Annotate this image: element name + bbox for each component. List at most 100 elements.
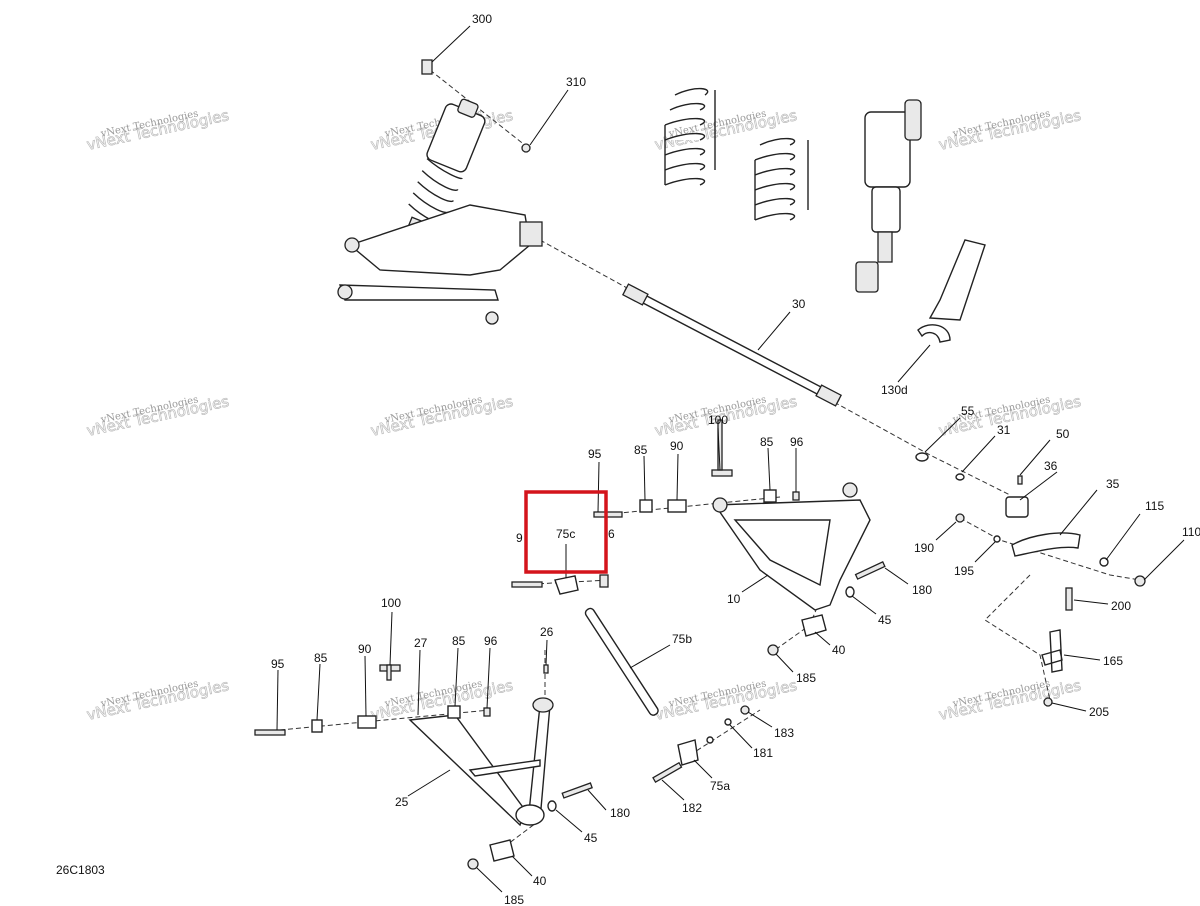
callout-185[interactable]: 185 (796, 671, 816, 685)
bushing-85 (639, 499, 653, 513)
callout-90[interactable]: 90 (670, 439, 684, 453)
callout-183[interactable]: 183 (774, 726, 794, 740)
callout-50[interactable]: 50 (1056, 427, 1070, 441)
assembly-line (984, 574, 1051, 701)
parts-layer (254, 59, 1146, 870)
callout-9[interactable]: 9 (516, 531, 523, 545)
bushing (485, 311, 499, 325)
callout-25[interactable]: 25 (395, 795, 409, 809)
watermark: vNext Technologies vNext Technologies (653, 676, 799, 724)
leader-line (545, 639, 548, 666)
ring-31 (955, 473, 965, 481)
callout-110[interactable]: 110 (1182, 525, 1200, 539)
bolt-180 (854, 560, 886, 580)
callout-85[interactable]: 85 (760, 435, 774, 449)
callout-6[interactable]: 6 (608, 527, 615, 541)
bolt-100 (711, 469, 733, 477)
callout-27[interactable]: 27 (414, 636, 428, 650)
leader-line (757, 311, 791, 351)
leader-line (597, 461, 600, 513)
leader-line (884, 567, 909, 585)
rod-end-75c (554, 575, 579, 595)
callout-96[interactable]: 96 (484, 634, 498, 648)
callout-181[interactable]: 181 (753, 746, 773, 760)
leader-line (693, 759, 713, 779)
leader-line (897, 344, 931, 383)
callout-130d[interactable]: 130d (881, 383, 908, 397)
washer-195 (993, 535, 1001, 543)
bushing-40 (801, 614, 827, 637)
callout-100[interactable]: 100 (381, 596, 401, 610)
leader-line (851, 595, 877, 615)
leader-line (1063, 654, 1101, 661)
callout-180[interactable]: 180 (912, 583, 932, 597)
callout-85[interactable]: 85 (314, 651, 328, 665)
leader-line (935, 521, 957, 541)
bushing-40 (489, 839, 515, 862)
callout-300[interactable]: 300 (472, 12, 492, 26)
callout-40[interactable]: 40 (832, 643, 846, 657)
bolt-200 (1065, 587, 1073, 611)
leader-line (1019, 439, 1051, 476)
washer-45 (547, 800, 557, 812)
callout-205[interactable]: 205 (1089, 705, 1109, 719)
callout-180[interactable]: 180 (610, 806, 630, 820)
callout-96[interactable]: 96 (790, 435, 804, 449)
watermark: vNext Technologies vNext Technologies (85, 392, 231, 440)
callout-45[interactable]: 45 (584, 831, 598, 845)
callout-115[interactable]: 115 (1145, 499, 1164, 513)
assembly-line (599, 496, 781, 516)
callout-75b[interactable]: 75b (672, 632, 692, 646)
leader-line (511, 855, 533, 877)
callout-90[interactable]: 90 (358, 642, 372, 656)
bolt-182 (652, 761, 683, 783)
callout-40[interactable]: 40 (533, 874, 547, 888)
callout-55[interactable]: 55 (961, 404, 975, 418)
callout-35[interactable]: 35 (1106, 477, 1120, 491)
callout-10[interactable]: 10 (727, 592, 741, 606)
spring-left (664, 87, 716, 186)
callout-185[interactable]: 185 (504, 893, 524, 906)
leader-line (364, 655, 367, 717)
callout-100[interactable]: 100 (708, 413, 728, 427)
callout-labels[interactable]: 300 310 30 130d 55 31 50 36 35 115 110 1… (271, 12, 1200, 906)
leader-line (924, 417, 961, 453)
leader-line (476, 867, 503, 893)
callout-30[interactable]: 30 (792, 297, 806, 311)
callout-195[interactable]: 195 (954, 564, 974, 578)
callout-85[interactable]: 85 (634, 443, 648, 457)
callout-200[interactable]: 200 (1111, 599, 1131, 613)
leader-line (454, 647, 459, 707)
pin-26 (543, 664, 549, 674)
washer-181 (706, 736, 714, 744)
callout-45[interactable]: 45 (878, 613, 892, 627)
callout-165[interactable]: 165 (1103, 654, 1123, 668)
o-ring-55 (915, 452, 929, 462)
leader-line (1019, 471, 1058, 501)
middle-a-arm (712, 482, 871, 611)
callout-36[interactable]: 36 (1044, 459, 1058, 473)
leader-line (676, 453, 679, 501)
callout-95[interactable]: 95 (588, 447, 602, 461)
callout-95[interactable]: 95 (271, 657, 285, 671)
nut-190 (955, 513, 965, 523)
callout-75c[interactable]: 75c (556, 527, 575, 541)
callout-190[interactable]: 190 (914, 541, 934, 555)
callout-182[interactable]: 182 (682, 801, 702, 815)
bolt-100-shaft (386, 664, 392, 681)
washer-181 (724, 718, 732, 726)
assembly-line (429, 69, 527, 147)
callout-85[interactable]: 85 (452, 634, 466, 648)
leader-line (961, 435, 996, 473)
callout-31[interactable]: 31 (997, 423, 1011, 437)
callout-310[interactable]: 310 (566, 75, 586, 89)
bolt-300 (421, 59, 433, 75)
callout-75a[interactable]: 75a (710, 779, 730, 793)
cap-185 (467, 858, 479, 870)
leader-line (529, 89, 569, 146)
callout-26[interactable]: 26 (540, 625, 554, 639)
lower-link (339, 284, 499, 301)
leader-line (767, 447, 771, 491)
lower-a-arm (408, 697, 554, 827)
